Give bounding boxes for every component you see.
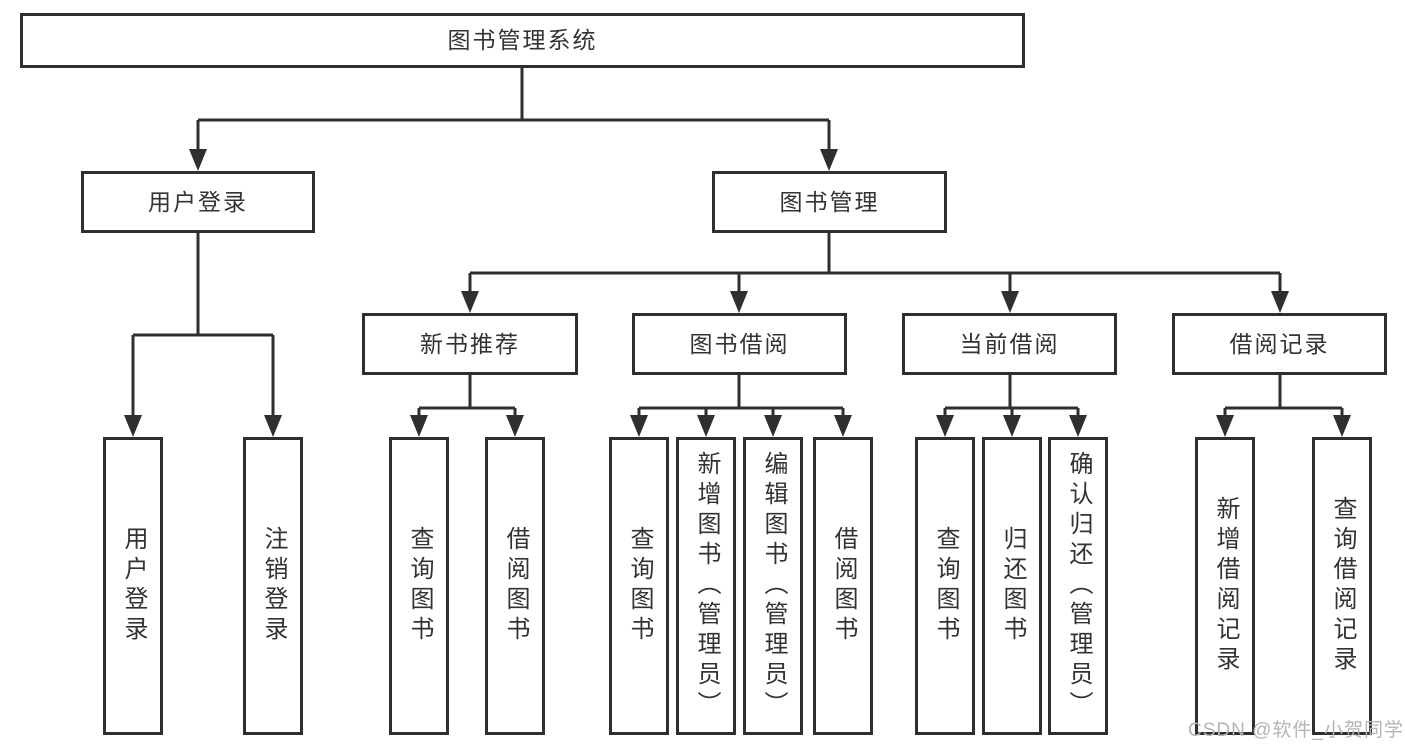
node-current-borrow: 当前借阅 xyxy=(902,313,1117,375)
node-book-borrow-label: 图书借阅 xyxy=(689,330,790,357)
arrowhead xyxy=(410,415,428,437)
arrowhead xyxy=(697,415,715,437)
leaf-current-query-books: 查询图书 xyxy=(915,437,975,735)
connector-records-to-leaves xyxy=(1223,375,1344,415)
leaf-confirm-return-admin-label: 确认归还（管理员） xyxy=(1065,451,1092,721)
connector-root-to-level1 xyxy=(196,68,831,149)
leaf-add-books-admin-label: 新增图书（管理员） xyxy=(693,451,720,721)
arrowhead xyxy=(834,415,852,437)
node-book-management-label: 图书管理 xyxy=(779,188,880,215)
arrowhead xyxy=(1216,415,1234,437)
node-new-book-recommend-label: 新书推荐 xyxy=(420,330,520,357)
arrowhead xyxy=(124,415,142,437)
arrowhead xyxy=(1333,415,1351,437)
arrowhead xyxy=(820,149,838,171)
arrowhead xyxy=(1003,415,1021,437)
leaf-confirm-return-admin: 确认归还（管理员） xyxy=(1048,437,1108,735)
connector-login-to-leaves xyxy=(131,233,275,415)
connector-borrow-to-leaves xyxy=(637,375,845,415)
arrowhead xyxy=(764,415,782,437)
leaf-query-borrow-record: 查询借阅记录 xyxy=(1312,437,1372,735)
node-borrow-records-label: 借阅记录 xyxy=(1229,330,1330,357)
arrowhead xyxy=(1069,415,1087,437)
leaf-add-books-admin: 新增图书（管理员） xyxy=(676,437,736,735)
connector-bookmgmt-to-level2 xyxy=(468,233,1282,291)
node-current-borrow-label: 当前借阅 xyxy=(959,330,1060,357)
arrowhead xyxy=(1271,291,1289,313)
leaf-current-query-books-label: 查询图书 xyxy=(932,526,959,646)
node-book-borrow: 图书借阅 xyxy=(632,313,847,375)
arrowhead xyxy=(461,291,479,313)
arrowhead xyxy=(264,415,282,437)
arrowhead xyxy=(1001,291,1019,313)
leaf-logout-label: 注销登录 xyxy=(260,526,287,646)
node-user-login: 用户登录 xyxy=(81,171,315,233)
leaf-logout: 注销登录 xyxy=(243,437,303,735)
node-new-book-recommend: 新书推荐 xyxy=(362,313,578,375)
node-user-login-label: 用户登录 xyxy=(148,188,248,215)
leaf-query-borrow-record-label: 查询借阅记录 xyxy=(1329,496,1356,676)
arrowhead xyxy=(506,415,524,437)
leaf-recommend-borrow-books-label: 借阅图书 xyxy=(502,526,529,646)
leaf-recommend-query-books: 查询图书 xyxy=(389,437,449,735)
node-root-system-label: 图书管理系统 xyxy=(447,27,598,53)
arrowhead xyxy=(189,149,207,171)
connector-recommend-to-leaves xyxy=(417,375,517,415)
leaf-borrow-books-label: 借阅图书 xyxy=(830,526,857,646)
leaf-edit-books-admin: 编辑图书（管理员） xyxy=(743,437,803,735)
leaf-return-books-label: 归还图书 xyxy=(999,526,1026,646)
node-root-system: 图书管理系统 xyxy=(20,13,1025,68)
leaf-recommend-query-books-label: 查询图书 xyxy=(406,526,433,646)
node-borrow-records: 借阅记录 xyxy=(1172,313,1387,375)
leaf-edit-books-admin-label: 编辑图书（管理员） xyxy=(760,451,787,721)
leaf-user-login-label: 用户登录 xyxy=(120,526,147,646)
csdn-watermark: CSDN @软件_小贺同学 xyxy=(1188,720,1404,741)
leaf-user-login: 用户登录 xyxy=(103,437,163,735)
arrowhead xyxy=(936,415,954,437)
leaf-borrow-books: 借阅图书 xyxy=(813,437,873,735)
leaf-return-books: 归还图书 xyxy=(982,437,1042,735)
leaf-borrow-query-books: 查询图书 xyxy=(609,437,669,735)
leaf-borrow-query-books-label: 查询图书 xyxy=(626,526,653,646)
leaf-add-borrow-record: 新增借阅记录 xyxy=(1195,437,1255,735)
node-book-management: 图书管理 xyxy=(712,171,947,233)
arrowhead xyxy=(730,291,748,313)
connector-current-to-leaves xyxy=(943,375,1080,415)
leaf-add-borrow-record-label: 新增借阅记录 xyxy=(1212,496,1239,676)
arrowhead xyxy=(630,415,648,437)
leaf-recommend-borrow-books: 借阅图书 xyxy=(485,437,545,735)
